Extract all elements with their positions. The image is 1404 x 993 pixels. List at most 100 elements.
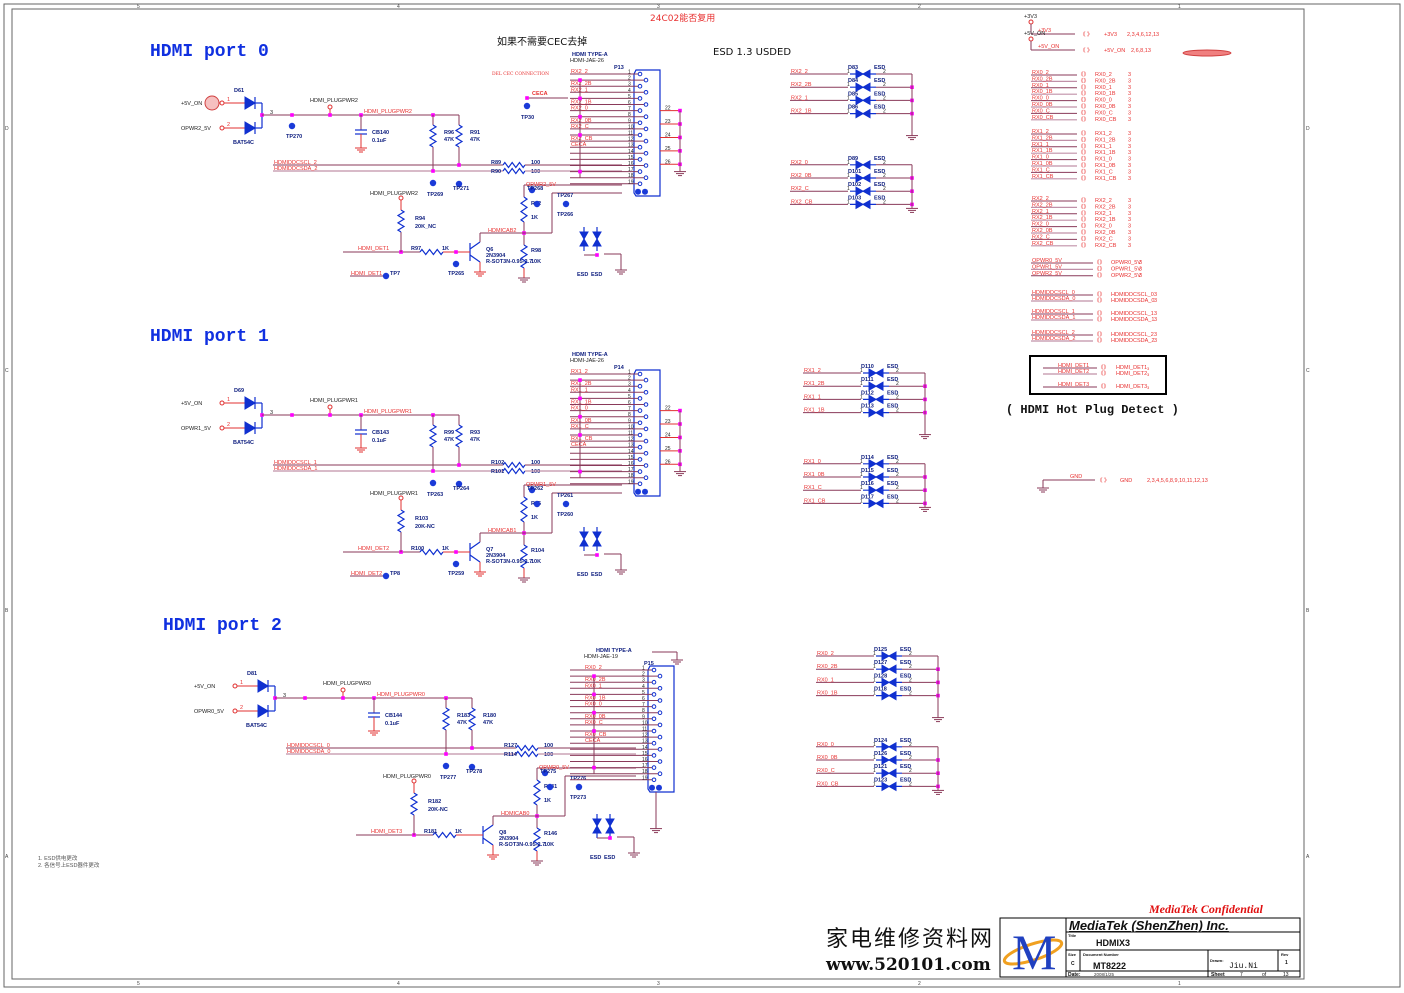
- connector-pin-number: 8: [642, 708, 645, 714]
- note-24c02-reuse: 24C02能否复用: [650, 12, 715, 24]
- connector-pin-icon: [637, 408, 643, 413]
- offpage-sheet-ref: 3: [1128, 236, 1131, 242]
- company-name: MediaTek (ShenZhen) Inc.: [1069, 918, 1229, 933]
- connector-ref: P15: [644, 661, 654, 667]
- plugpwr-net-label: HDMI_PLUGPWR2: [364, 109, 412, 115]
- junction-dot: [303, 696, 307, 700]
- offpage-net-label: RX2_2B: [1032, 202, 1053, 208]
- esd-net-label: RX2_1B: [791, 109, 812, 115]
- connector-pin-number: 13: [642, 739, 648, 745]
- offpage-connector-icon: 《》: [1078, 242, 1089, 249]
- offpage-connector-icon: 《》: [1094, 337, 1105, 344]
- test-point-icon: [562, 200, 570, 208]
- diode-part: BAT54C: [233, 440, 254, 446]
- connector-pin-icon: [643, 126, 649, 132]
- test-point-icon: [533, 500, 541, 508]
- mounting-pin-number: 23: [665, 119, 671, 125]
- esd-ref: D110: [861, 364, 874, 370]
- offpage-sheet-ref: 3: [1128, 91, 1131, 97]
- connector-pin-icon: [637, 481, 643, 487]
- resistor-value: 47K: [444, 437, 454, 443]
- esd-net-label: RX0_2B: [817, 664, 838, 670]
- mediatek-logo: M: [1002, 924, 1064, 980]
- resistor-value: 100: [531, 469, 540, 475]
- offpage-net-label: RX1_0: [1032, 155, 1049, 161]
- connector-pin-number: 14: [628, 149, 634, 155]
- connector-pin-number: 4: [628, 88, 631, 94]
- transistor-ref: Q7: [486, 547, 493, 553]
- connector-pin-icon: [651, 667, 657, 673]
- det-net-label: HDMI_DET2: [358, 546, 389, 552]
- connector-net-label: RX1_CB: [571, 436, 593, 442]
- connector-net-label: RX1_1: [571, 387, 588, 393]
- offpage-sheet-ref: 3: [1154, 311, 1157, 317]
- connector-pin-icon: [637, 396, 643, 401]
- pin-icon: [1028, 19, 1034, 25]
- offpage-sheet-ref: 3: [1128, 144, 1131, 150]
- diode-icon: [244, 121, 256, 135]
- offpage-net-label: RX0_0: [1032, 96, 1049, 102]
- offpage-port-label: OPWR0_5V: [1111, 260, 1141, 266]
- resistor-icon: [409, 792, 419, 816]
- connector-pin-number: 8: [628, 112, 631, 118]
- pin-number: 1: [240, 680, 243, 686]
- esd-pin-number: 2: [896, 381, 899, 387]
- resistor-value: 100: [531, 160, 540, 166]
- resistor-ref: R182: [428, 799, 441, 805]
- test-point-label: TP278: [466, 769, 482, 775]
- resistor-value: 1K: [442, 546, 449, 552]
- pin-number: 1: [227, 97, 230, 103]
- offpage-port-label: RX2_C: [1095, 236, 1113, 242]
- connector-pin-number: 1: [642, 666, 645, 672]
- ddc-scl-net-label: HDMIDDCSCL_2: [274, 160, 317, 166]
- connector-pin-number: 12: [628, 437, 634, 443]
- junction-dot: [592, 692, 596, 697]
- connector-type: HDMI TYPE-A: [572, 352, 608, 358]
- esd-net-label: RX2_2B: [791, 82, 812, 88]
- connector-pin-number: 5: [628, 94, 631, 100]
- connector-net-label: RX0_1: [585, 683, 602, 689]
- connector-part: HDMI-JAE-26: [570, 358, 604, 364]
- note-esd: ESD 1.3 USDED: [713, 47, 791, 58]
- cab-net-label: HDMICAB1: [488, 528, 516, 534]
- esd-net-label: RX2_0B: [791, 173, 812, 179]
- esd-label: ESD: [900, 660, 911, 666]
- ddc-sda-net-label: HDMIDDCSDA_0: [287, 749, 330, 755]
- junction-dot: [457, 463, 461, 467]
- cec-net-label: CECA: [532, 91, 548, 97]
- hotplug-net-label: HDMI_DET1: [1058, 363, 1089, 369]
- pin-icon: [232, 708, 238, 714]
- connector-pin-number: 9: [628, 118, 631, 124]
- offpage-connector-icon: 《》: [1094, 291, 1105, 298]
- offpage-connector-icon: 《》: [1078, 71, 1089, 78]
- diode-icon: [257, 679, 269, 693]
- power-wire-label: +5V_ON: [1038, 44, 1059, 50]
- opwr-net-label: OPWR0_5V: [539, 765, 569, 771]
- offpage-port-label: RX1_2: [1095, 131, 1112, 137]
- esd-pin-number: 1: [847, 173, 850, 179]
- resistor-value: 100: [544, 752, 553, 758]
- offpage-connector-icon: 《》: [1078, 175, 1089, 182]
- test-point-label: TP261: [557, 493, 573, 499]
- connector-pin-number: 16: [642, 757, 648, 763]
- test-point-label: TP264: [453, 486, 470, 492]
- offpage-port-label: RX1_CB: [1095, 176, 1117, 182]
- connector-pin-number: 13: [628, 443, 634, 449]
- offpage-connector-icon: 《》: [1078, 136, 1089, 143]
- transistor-package: R-SOT3N-0.95-2.7: [499, 842, 545, 848]
- connector-pin-number: 19: [628, 179, 634, 185]
- shield-pad-icon: [635, 488, 641, 495]
- connector-pin-icon: [657, 759, 663, 764]
- offpage-sheet-ref: 3: [1128, 78, 1131, 84]
- connector-pin-icon: [643, 151, 649, 156]
- connector-pin-number: 5: [628, 394, 631, 400]
- offpage-connector-icon: 《》: [1078, 197, 1089, 204]
- offpage-port-label: RX0_2B: [1095, 78, 1116, 84]
- hot-plug-caption: ( HDMI Hot Plug Detect ): [1006, 403, 1179, 417]
- grid-row-label: C: [1306, 368, 1310, 374]
- date-value: 2008/1/25: [1094, 972, 1115, 977]
- resistor-icon: [441, 707, 451, 731]
- esd-ref: D112: [861, 390, 874, 396]
- grid-column-label: 2: [918, 981, 921, 987]
